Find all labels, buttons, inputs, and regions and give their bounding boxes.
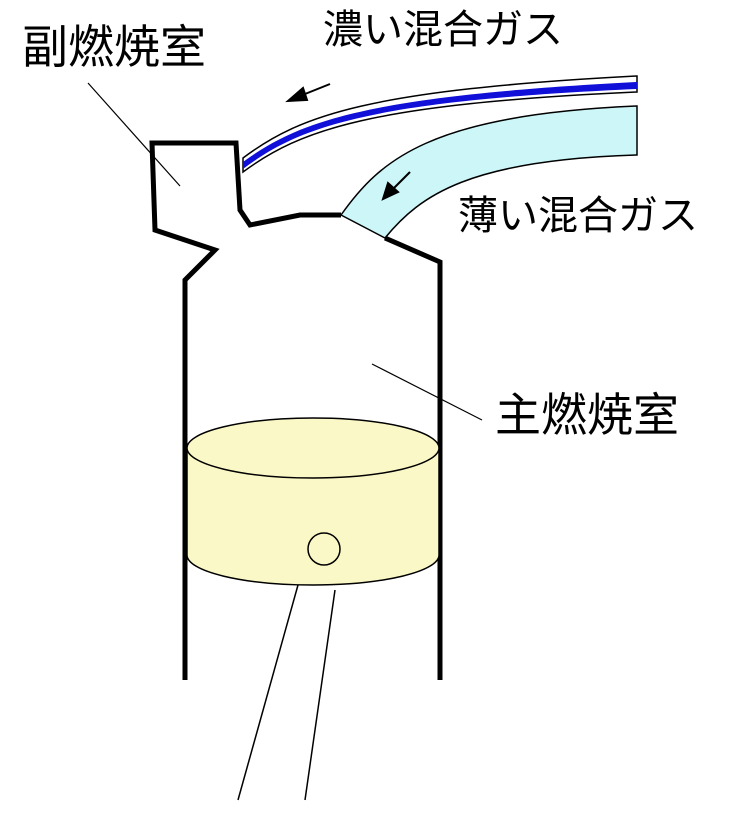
- pre-chamber-leader: [87, 82, 181, 187]
- connecting-rod: [237, 584, 336, 801]
- rich-mixture-tube: [243, 82, 637, 169]
- rich-flow-arrow: [285, 83, 331, 103]
- lean-flow-arrow: [381, 171, 411, 201]
- rich-mixture-label: 濃い混合ガス: [323, 7, 563, 53]
- piston: [186, 417, 440, 586]
- main-chamber-label: 主燃焼室: [495, 388, 679, 442]
- main-chamber-leader: [371, 363, 483, 421]
- engine-body-outline: [149, 140, 443, 680]
- piston-pin: [307, 532, 341, 566]
- pre-chamber-label: 副燃焼室: [22, 20, 206, 74]
- lean-mixture-label: 薄い混合ガス: [458, 193, 698, 239]
- lean-mixture-tube: [339, 105, 638, 239]
